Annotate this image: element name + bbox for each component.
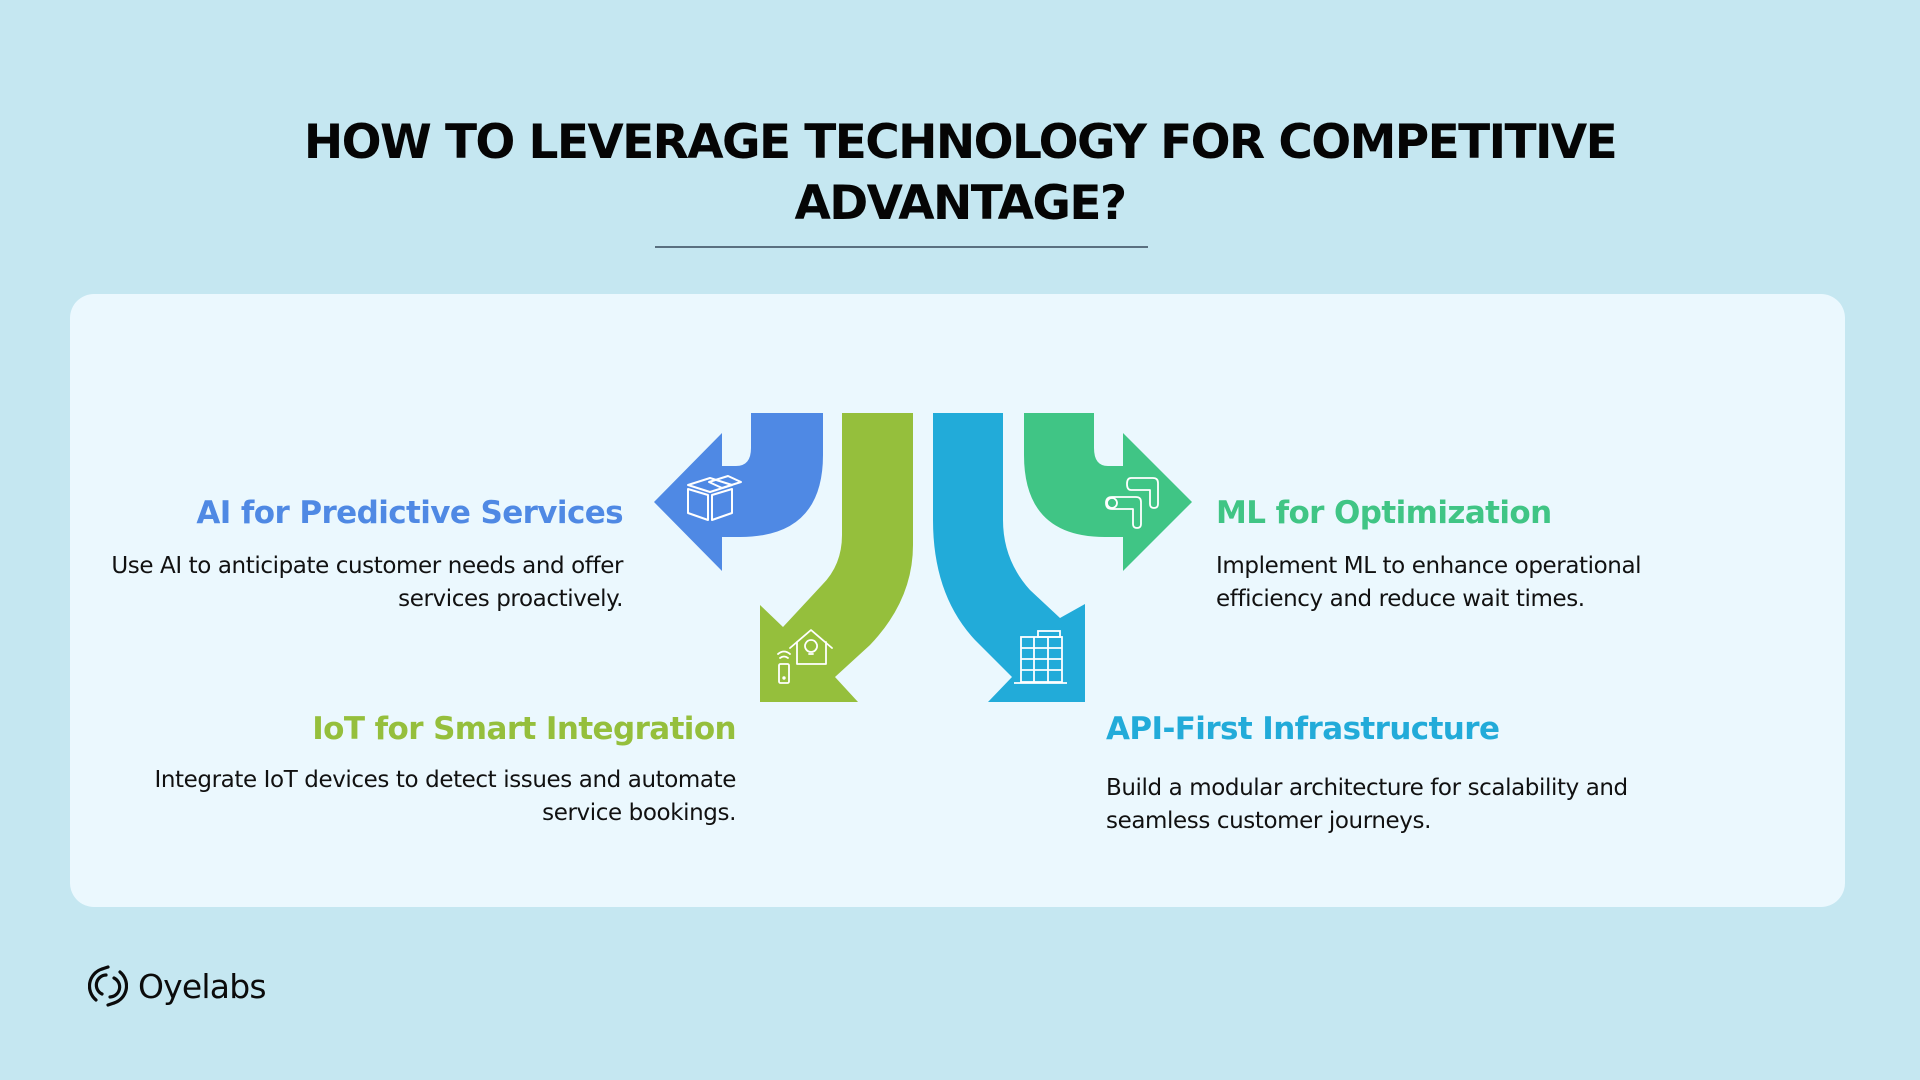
iot-arrow — [760, 413, 913, 702]
brand-logo: Oyelabs — [88, 962, 267, 1010]
api-arrow — [933, 413, 1085, 702]
card-ml-optimization: ML for Optimization Implement ML to enha… — [1216, 494, 1736, 616]
card-heading: ML for Optimization — [1216, 495, 1552, 531]
building-icon — [1014, 630, 1067, 684]
smart-home-icon — [777, 629, 833, 684]
title-line-2: ADVANTAGE? — [794, 176, 1127, 231]
oyelabs-logo-icon — [88, 965, 128, 1007]
card-ai-predictive: AI for Predictive Services Use AI to ant… — [110, 494, 623, 616]
card-iot-integration: IoT for Smart Integration Integrate IoT … — [80, 710, 737, 830]
cube-icon — [687, 475, 742, 521]
workflow-icon — [1105, 477, 1159, 529]
card-heading: IoT for Smart Integration — [312, 711, 736, 747]
card-heading: AI for Predictive Services — [196, 495, 623, 531]
card-body: Implement ML to enhance operational effi… — [1216, 553, 1642, 612]
ai-arrow — [654, 413, 823, 571]
card-body: Integrate IoT devices to detect issues a… — [154, 767, 737, 826]
card-api-first: API-First Infrastructure Build a modular… — [1106, 710, 1726, 838]
card-body: Use AI to anticipate customer needs and … — [111, 553, 623, 612]
card-body: Build a modular architecture for scalabi… — [1106, 775, 1628, 834]
title-divider — [655, 246, 1148, 248]
ml-arrow — [1024, 413, 1192, 571]
brand-name: Oyelabs — [138, 966, 267, 1006]
page-title: HOW TO LEVERAGE TECHNOLOGY FOR COMPETITI… — [250, 112, 1670, 234]
card-heading: API-First Infrastructure — [1106, 711, 1500, 747]
title-line-1: HOW TO LEVERAGE TECHNOLOGY FOR COMPETITI… — [303, 115, 1618, 170]
